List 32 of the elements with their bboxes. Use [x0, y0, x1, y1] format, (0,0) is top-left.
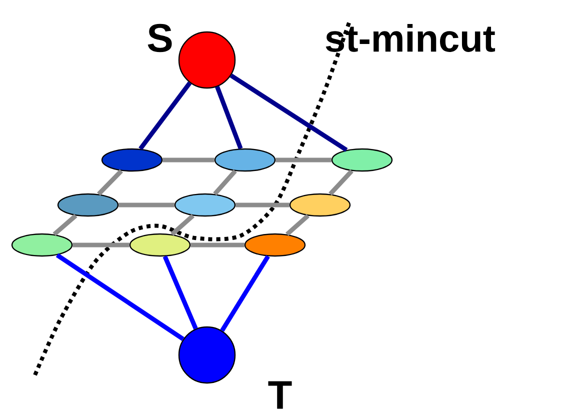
- edge-line: [56, 253, 184, 341]
- vertex-ellipse: [244, 233, 306, 257]
- edge-line: [230, 74, 348, 152]
- node-letter: T: [268, 381, 292, 409]
- edge-line: [162, 158, 214, 162]
- edge-line: [328, 169, 354, 196]
- edge-line: [276, 158, 332, 162]
- edge-line: [97, 169, 123, 196]
- vertex-ellipse: [129, 233, 191, 257]
- edge-line: [190, 242, 244, 248]
- vertex-ellipse: [289, 193, 351, 217]
- edge-line: [138, 82, 192, 150]
- edge-line: [220, 255, 270, 332]
- title-label: st-mincut: [326, 24, 496, 52]
- vertex-ellipse: [11, 233, 73, 257]
- vertex-ellipse: [101, 148, 163, 172]
- edge-line: [213, 169, 237, 196]
- edge-line: [162, 256, 198, 330]
- edge-line: [286, 214, 310, 236]
- vertex-ellipse: [174, 193, 236, 217]
- edge-line: [52, 214, 78, 236]
- edge-line: [236, 202, 290, 208]
- edge-line: [215, 86, 243, 150]
- edge-line: [170, 214, 194, 236]
- vertex-ellipse: [57, 193, 119, 217]
- edge-line: [72, 242, 130, 248]
- node-letter: S: [148, 24, 172, 52]
- edge-line: [118, 202, 174, 208]
- vertex-circle: [178, 326, 236, 384]
- vertex-ellipse: [214, 148, 276, 172]
- vertex-ellipse: [331, 148, 393, 172]
- vertex-circle: [178, 31, 236, 89]
